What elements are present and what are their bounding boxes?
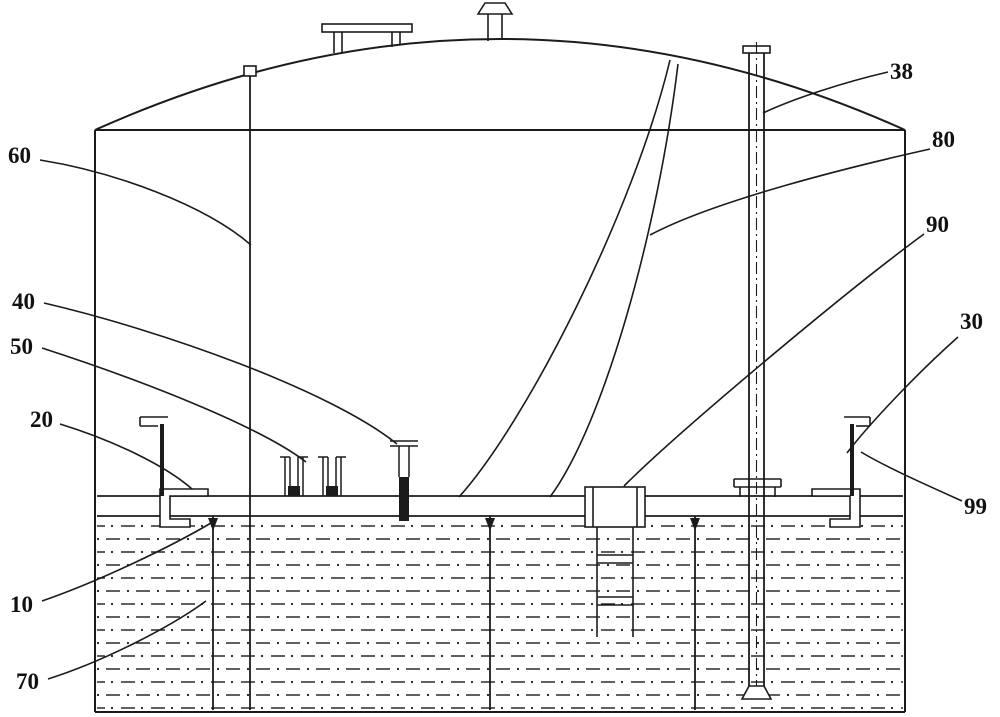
leg-weld-mark <box>485 518 495 531</box>
leader-20 <box>59 423 193 490</box>
ref-label-20: 20 <box>30 407 53 432</box>
leader-30 <box>846 336 959 454</box>
ref-label-80: 80 <box>932 127 955 152</box>
left-seal-bracket <box>159 488 209 528</box>
leader-80 <box>649 148 931 236</box>
ref-label-70: 70 <box>16 669 39 694</box>
ref-label-99: 99 <box>964 494 987 519</box>
ref-label-38: 38 <box>890 59 913 84</box>
ref-label-60: 60 <box>8 143 31 168</box>
deck-supports <box>280 456 346 496</box>
leader-70 <box>47 600 207 680</box>
rolling-ladder <box>458 59 679 498</box>
left-rim-assembly <box>139 416 209 528</box>
guide-pole <box>733 42 782 700</box>
liquid-fill <box>97 522 903 710</box>
pole-foot <box>740 685 773 700</box>
deck-legs <box>208 516 700 710</box>
ref-label-40: 40 <box>12 289 35 314</box>
leader-50 <box>41 347 307 463</box>
right-rim-assembly <box>811 416 871 528</box>
leg-weld-mark <box>208 518 218 531</box>
ref-label-50: 50 <box>10 334 33 359</box>
leg-weld-mark <box>690 518 700 531</box>
leader-60 <box>39 159 252 246</box>
tank-shell <box>94 38 906 713</box>
leader-38 <box>762 71 889 114</box>
ref-label-90: 90 <box>926 212 949 237</box>
mushroom-vent-icon <box>476 2 514 41</box>
ref-label-30: 30 <box>960 309 983 334</box>
pole-deck-flange <box>733 478 782 497</box>
deck-nozzle <box>390 440 418 521</box>
leader-10 <box>41 522 212 602</box>
gauge-hatch <box>243 65 257 77</box>
floating-deck <box>97 495 903 517</box>
ref-label-10: 10 <box>10 592 33 617</box>
support-channel <box>280 456 308 496</box>
manhole-ladder <box>584 486 646 637</box>
dome-roof <box>94 38 906 131</box>
leader-lines <box>39 71 963 680</box>
right-seal-bracket <box>811 488 861 528</box>
support-channel <box>318 456 346 496</box>
roof-platform <box>321 23 413 33</box>
leader-99 <box>860 451 963 502</box>
leader-90 <box>623 233 925 487</box>
leader-40 <box>43 302 398 445</box>
dome-fittings <box>243 2 514 77</box>
